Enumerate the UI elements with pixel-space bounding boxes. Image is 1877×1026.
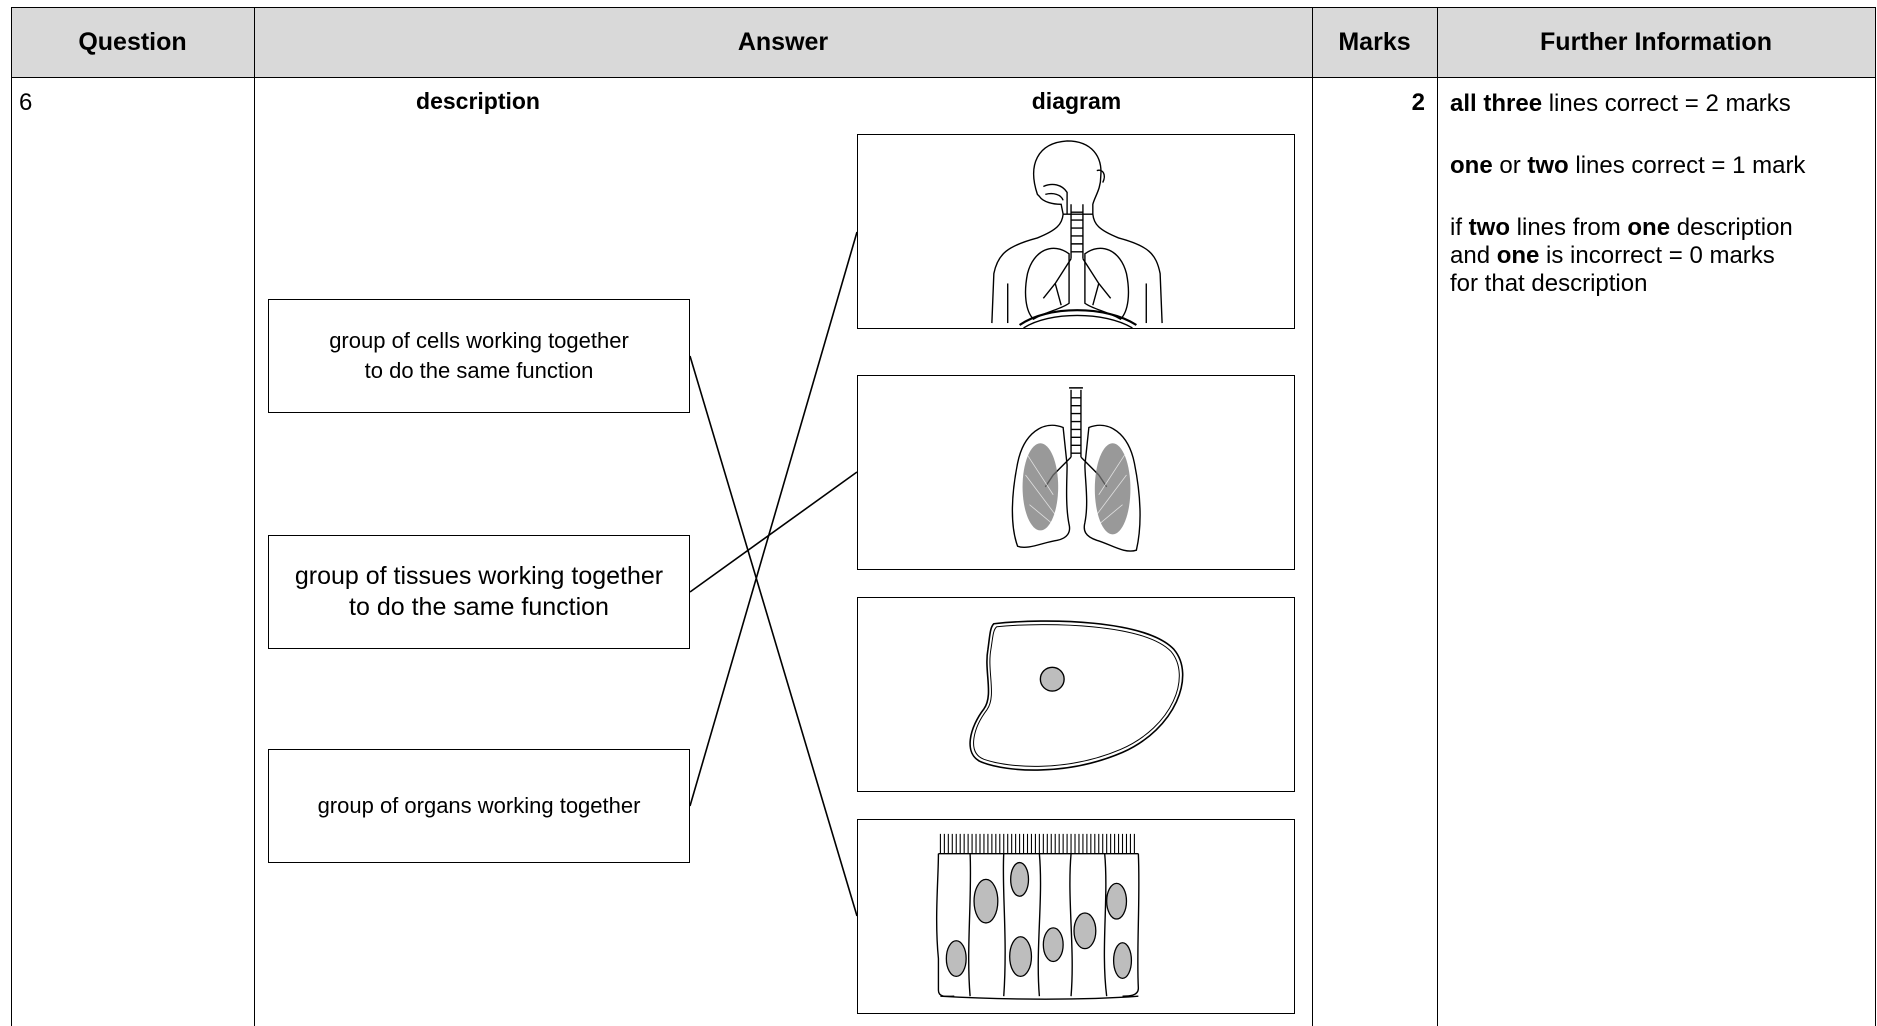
further-information: all three lines correct = 2 marks one or… [1450, 90, 1870, 298]
diagram-box-organ-system [857, 134, 1295, 329]
description-box-tissues: group of tissues working together to do … [268, 535, 690, 649]
ciliated-epithelial-tissue-icon [935, 833, 1140, 1000]
match-line-tissues-to-organ [689, 471, 858, 593]
header-row [11, 7, 1875, 77]
diagram-box-organ [857, 375, 1295, 570]
diagram-heading: diagram [1031, 88, 1122, 114]
marks-value: 2 [1411, 89, 1425, 116]
header-bottom-border [11, 77, 1875, 78]
diagram-box-tissue [857, 819, 1295, 1014]
info-line-2: one or two lines correct = 1 mark [1450, 152, 1806, 179]
col-divider-question [254, 7, 255, 1026]
single-cell-icon [969, 620, 1184, 771]
header-marks: Marks [1338, 28, 1411, 56]
description-box-cells: group of cells working together to do th… [268, 299, 690, 413]
question-number: 6 [19, 89, 33, 116]
table-top-border [11, 7, 1875, 8]
header-question: Question [78, 28, 187, 56]
match-line-cells-to-tissue [689, 355, 858, 917]
diagram-box-cell [857, 597, 1295, 792]
table-right-border [1875, 7, 1876, 1026]
info-line-1: all three lines correct = 2 marks [1450, 90, 1791, 117]
header-answer: Answer [737, 28, 829, 56]
col-divider-answer [1312, 7, 1313, 1026]
lungs-icon [1011, 387, 1141, 552]
description-heading: description [416, 88, 540, 114]
human-respiratory-system-icon [991, 140, 1163, 328]
description-box-organs: group of organs working together [268, 749, 690, 863]
match-line-organs-to-system [689, 231, 858, 807]
col-divider-marks [1437, 7, 1438, 1026]
table-left-border [11, 7, 12, 1026]
header-further-information: Further Information [1540, 28, 1772, 56]
